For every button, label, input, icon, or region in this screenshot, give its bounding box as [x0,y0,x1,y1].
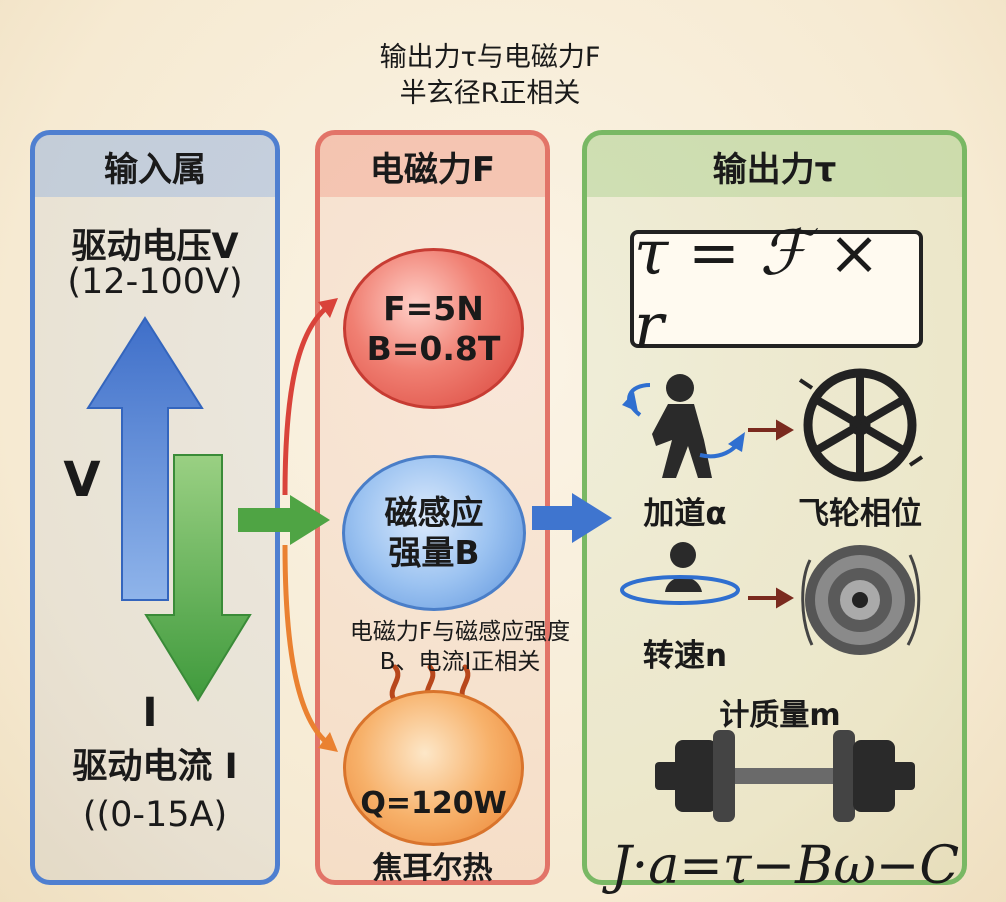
top-note: 输出力τ与电磁力F 半玄径R正相关 [330,40,650,113]
magnetic-induction-circle: 磁感应 强量B [342,455,526,611]
speed-label: 转速n [642,638,728,674]
to-force-arrowhead [318,298,338,318]
current-down-arrow [144,454,252,702]
accel-arrowhead-right [728,432,745,452]
i-letter: I [142,690,158,736]
walking-person-icon [652,374,712,478]
magnetic-line2: 强量B [388,533,480,572]
spinning-disc-icon [801,545,921,655]
input-panel-title: 输入属 [35,135,275,197]
mass-label: 计质量m [719,698,841,733]
em-force-circle: F=5N B=0.8T [343,248,524,409]
voltage-up-arrow [86,316,204,601]
joule-heat-circle: Q=120W [343,690,524,846]
input-panel: 输入属 [30,130,280,885]
dynamics-equation: J·a=τ−Bω−C [610,836,960,896]
torque-formula: τ = ℱ × r [634,216,881,362]
heat-label: 焦耳尔热 [372,851,493,886]
to-force-arrow [282,302,332,496]
em-note-line2: B、电流I正相关 [379,648,541,675]
to-heat-arrowhead [318,732,338,752]
spinning-person-icon [620,542,740,605]
flywheel-icon [798,368,924,482]
current-label: 驱动电流 I [72,747,238,787]
to-flywheel-arrow [748,419,794,441]
accel-label: 加道α [643,496,727,532]
current-range: ((0-15A) [82,795,228,835]
voltage-range: (12-100V) [67,262,243,302]
dumbbell-icon [655,730,915,822]
em-panel-title: 电磁力F [320,135,545,197]
to-heat-arrow [282,544,332,748]
accel-rotation-arrow [627,383,651,417]
v-letter: V [63,452,101,508]
input-to-magnetic-arrow [238,495,330,545]
torque-formula-box: τ = ℱ × r [630,216,923,362]
magnetic-line1: 磁感应 [384,493,484,533]
to-disc-arrow [748,587,794,609]
output-panel-title: 输出力τ [587,135,962,197]
top-note-line2: 半玄径R正相关 [399,78,581,110]
flywheel-label: 飞轮相位 [798,496,922,532]
force-value: F=5N [383,288,484,328]
em-note-line1: 电磁力F与磁感应强度 [349,619,571,645]
flux-value: B=0.8T [366,328,501,368]
heat-value: Q=120W [360,786,507,821]
top-note-line1: 输出力τ与电磁力F [379,42,601,73]
voltage-label: 驱动电压V [71,227,239,267]
magnetic-to-output-arrow [532,493,612,543]
accel-arrowhead-left [622,392,638,412]
em-relation-note: 电磁力F与磁感应强度 B、电流I正相关 [300,618,620,678]
